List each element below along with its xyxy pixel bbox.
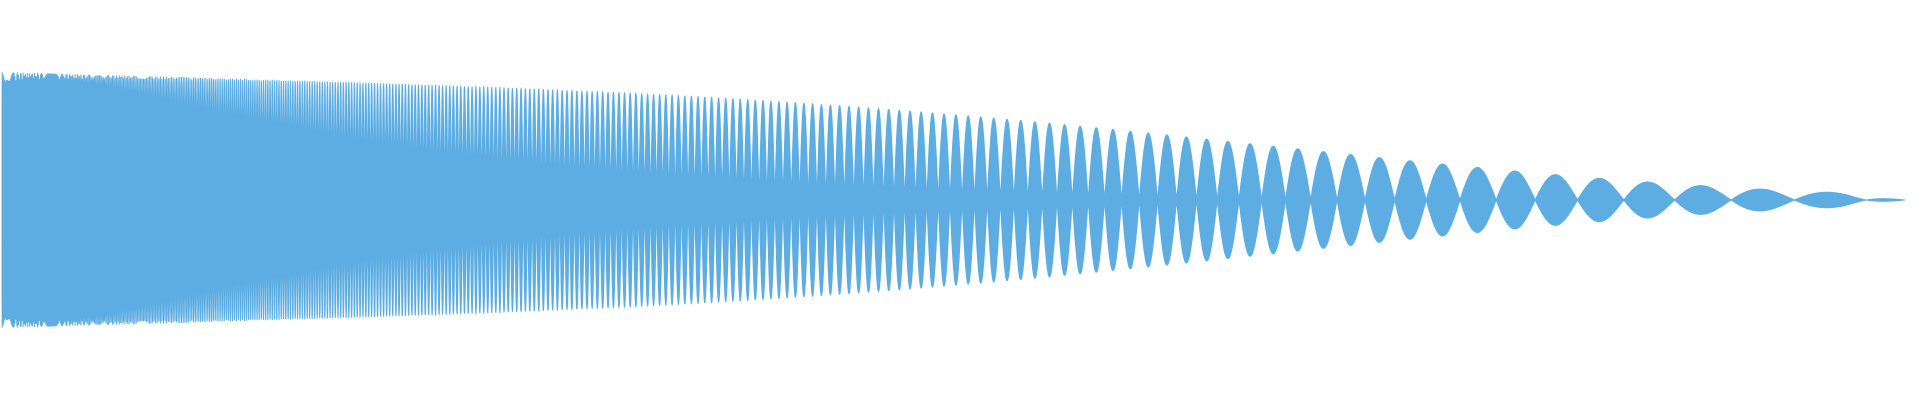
waveform-fill [1,72,1906,328]
